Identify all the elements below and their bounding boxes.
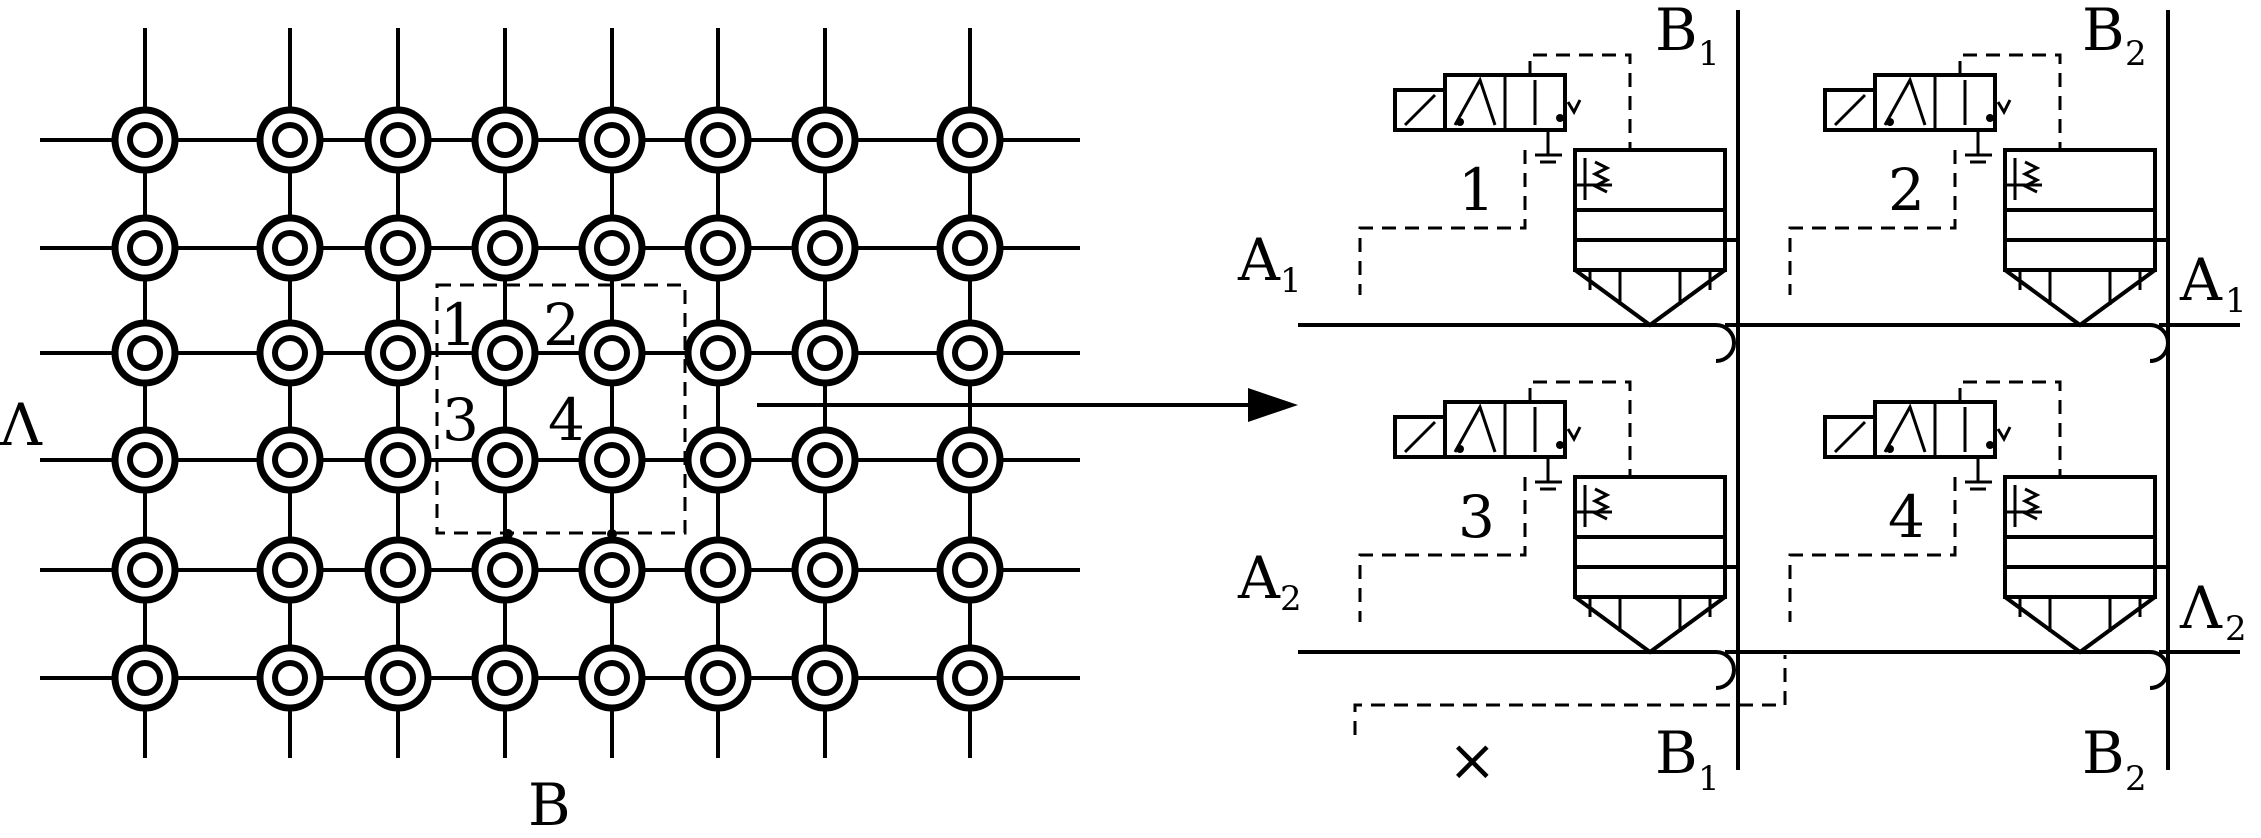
svg-text:A: A (1237, 226, 1281, 294)
nozzle-node (364, 426, 432, 494)
detail-arrow-head (1248, 388, 1298, 422)
nozzle-node (256, 214, 324, 282)
bottom-mark: × (1448, 726, 1497, 794)
nozzle-node (684, 426, 752, 494)
nozzle-node (364, 536, 432, 604)
nozzle-node (936, 644, 1004, 712)
nozzle-node (471, 319, 539, 387)
nozzle-node (471, 214, 539, 282)
valve-number-2: 2 (1888, 156, 1925, 224)
nozzle-node (256, 644, 324, 712)
row-label-a1-right: A 1 (2179, 246, 2247, 321)
svg-text:B: B (2082, 0, 2125, 64)
nozzle-node (936, 214, 1004, 282)
nozzle-node (256, 319, 324, 387)
nozzle-node (256, 426, 324, 494)
nozzle-node (791, 536, 859, 604)
nozzle-node (791, 426, 859, 494)
nozzle-node (471, 106, 539, 174)
nozzle-node (111, 644, 179, 712)
cell-number-2: 2 (543, 291, 580, 359)
svg-text:2: 2 (2225, 609, 2247, 649)
svg-text:B: B (2082, 719, 2125, 787)
col-label-b1-bottom: B 1 (1655, 719, 1720, 799)
nozzle-node (684, 319, 752, 387)
nozzle-node (111, 536, 179, 604)
valve-number-3: 3 (1458, 483, 1495, 551)
rail-a1 (1298, 323, 1736, 363)
valve-unit-1: 1 (1358, 53, 1738, 328)
nozzle-node (111, 214, 179, 282)
rail-a2 (1298, 650, 1736, 690)
svg-text:2: 2 (2125, 759, 2147, 799)
svg-text:1: 1 (1698, 34, 1720, 74)
row-label-a2-right: Λ 2 (2179, 574, 2247, 649)
nozzle-node (578, 536, 646, 604)
valve-unit-3: 3 (1358, 380, 1738, 655)
cell-number-4: 4 (548, 386, 585, 454)
valve-number-1: 1 (1458, 156, 1495, 224)
nozzle-node (578, 319, 646, 387)
svg-text:B: B (1655, 719, 1698, 787)
nozzle-node (364, 214, 432, 282)
grid-nodes (111, 106, 1004, 712)
nozzle-node (684, 106, 752, 174)
nozzle-node (578, 106, 646, 174)
svg-text:1: 1 (2225, 281, 2247, 321)
nozzle-node (256, 106, 324, 174)
cell-number-1: 1 (440, 291, 477, 359)
nozzle-node (111, 426, 179, 494)
nozzle-node (684, 536, 752, 604)
valve-unit-2: 2 (1788, 53, 2168, 328)
valve-units: 1 2 3 4 (1358, 53, 2168, 655)
svg-text:A: A (1237, 544, 1281, 612)
valve-unit-4: 4 (1788, 380, 2168, 655)
col-label-b1-top: B 1 (1655, 0, 1720, 74)
highlight-box (435, 283, 687, 535)
nozzle-node (791, 214, 859, 282)
nozzle-node (936, 536, 1004, 604)
grid-left-label: Λ (0, 391, 43, 459)
nozzle-node (578, 644, 646, 712)
nozzle-node (791, 319, 859, 387)
nozzle-node (111, 319, 179, 387)
nozzle-node (791, 106, 859, 174)
nozzle-node (578, 426, 646, 494)
nozzle-node (256, 536, 324, 604)
nozzle-node (578, 214, 646, 282)
nozzle-node (471, 644, 539, 712)
pilot-return-dashed (1353, 655, 1787, 735)
nozzle-node (936, 106, 1004, 174)
cell-number-3: 3 (442, 386, 479, 454)
grid-bottom-label: B (528, 771, 571, 833)
nozzle-node (471, 426, 539, 494)
valve-number-4: 4 (1888, 483, 1925, 551)
nozzle-node (684, 214, 752, 282)
nozzle-node (684, 644, 752, 712)
nozzle-node (111, 106, 179, 174)
svg-text:B: B (1655, 0, 1698, 64)
svg-text:A: A (2179, 246, 2223, 314)
nozzle-node (364, 644, 432, 712)
col-label-b2-bottom: B 2 (2082, 719, 2147, 799)
row-label-a1-left: A 1 (1237, 226, 1302, 301)
col-label-b2-top: B 2 (2082, 0, 2147, 74)
row-label-a2-left: A 2 (1237, 544, 1302, 619)
nozzle-node (791, 644, 859, 712)
svg-text:1: 1 (1280, 261, 1302, 301)
nozzle-node (471, 536, 539, 604)
nozzle-node (936, 319, 1004, 387)
nozzle-node (364, 106, 432, 174)
svg-text:Λ: Λ (2179, 574, 2223, 642)
nozzle-node (936, 426, 1004, 494)
svg-text:1: 1 (1698, 759, 1720, 799)
svg-text:2: 2 (1280, 579, 1302, 619)
svg-text:2: 2 (2125, 34, 2147, 74)
nozzle-node (364, 319, 432, 387)
